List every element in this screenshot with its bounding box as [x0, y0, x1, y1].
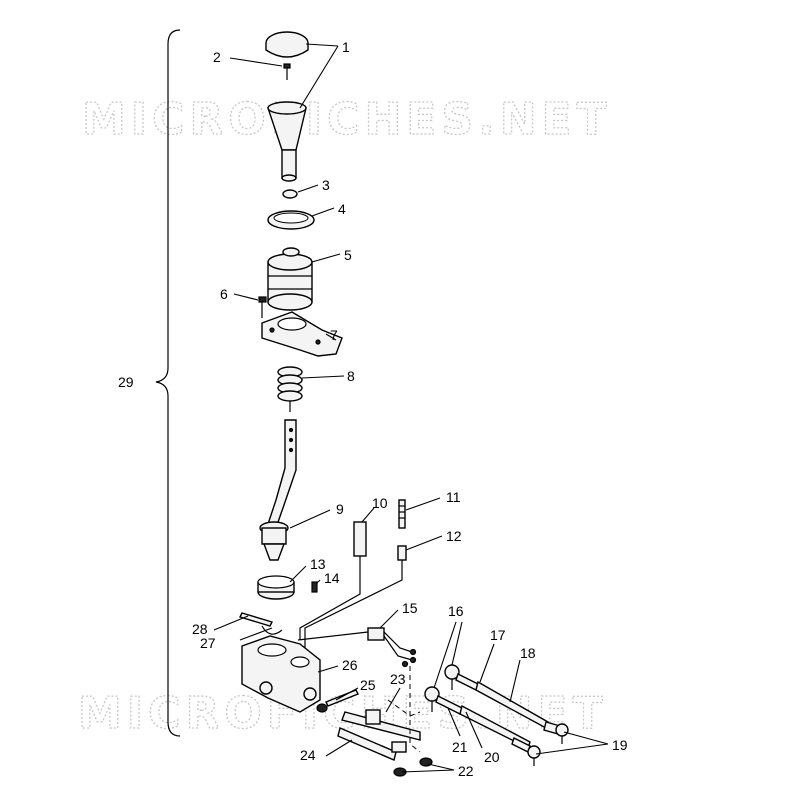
retaining-ring [267, 210, 315, 230]
callout-17: 17 [490, 627, 506, 643]
callout-11: 11 [446, 489, 461, 505]
callout-15: 15 [402, 600, 418, 616]
bracket-plate [391, 741, 407, 753]
ball-joint-upper [444, 664, 479, 691]
shaft-upper [341, 711, 421, 741]
callout-2: 2 [213, 49, 221, 65]
cable-b [304, 560, 403, 648]
callout-6: 6 [220, 286, 228, 302]
housing-plate [261, 311, 343, 357]
o-ring [282, 189, 298, 199]
callout-21: 21 [452, 739, 468, 755]
pin [311, 581, 318, 593]
assembly-bracket [155, 29, 181, 737]
callout-20: 20 [484, 749, 500, 765]
callout-16: 16 [448, 603, 464, 619]
callout-29: 29 [118, 374, 134, 390]
collar [257, 575, 295, 600]
shaft-block [365, 709, 381, 725]
shift-knob [265, 31, 309, 58]
callout-4: 4 [338, 201, 346, 217]
callout-25: 25 [360, 677, 376, 693]
callout-1: 1 [342, 39, 350, 55]
callout-19: 19 [612, 737, 628, 753]
callout-22: 22 [458, 763, 474, 779]
callout-18: 18 [520, 645, 536, 661]
callout-13: 13 [310, 556, 326, 572]
watermark-top: MICROFICHES.NET [82, 94, 612, 145]
threaded-rod [398, 499, 406, 529]
base-housing [241, 635, 321, 713]
end-joint-right [543, 721, 569, 744]
callout-27: 27 [200, 635, 216, 651]
callout-10: 10 [372, 495, 388, 511]
end-joint-left [511, 737, 541, 766]
lever-rod [239, 612, 273, 627]
nuts [393, 757, 433, 777]
bolt-icon [258, 296, 267, 318]
clip [261, 625, 283, 635]
callout-7: 7 [330, 327, 338, 343]
callout-12: 12 [446, 528, 462, 544]
shift-boot [267, 101, 307, 182]
callout-23: 23 [390, 671, 406, 687]
callout-28: 28 [192, 621, 208, 637]
screw-icon [283, 63, 291, 80]
callout-14: 14 [324, 570, 340, 586]
callout-8: 8 [347, 368, 355, 384]
alignment-dash-2 [387, 699, 421, 717]
shaft-lower [337, 727, 397, 761]
callout-26: 26 [342, 657, 358, 673]
callout-5: 5 [344, 247, 352, 263]
ball-joint-lower [424, 686, 463, 715]
bellows-boot [267, 247, 313, 311]
callout-3: 3 [322, 177, 330, 193]
shift-lever [259, 419, 297, 561]
leader-lines [213, 43, 609, 773]
cable-c [297, 631, 369, 641]
spring [277, 366, 303, 412]
callout-9: 9 [336, 501, 344, 517]
cable-a [299, 556, 361, 640]
callout-24: 24 [300, 747, 316, 763]
connector [397, 545, 407, 561]
switch [367, 627, 417, 668]
sleeve [353, 521, 367, 557]
